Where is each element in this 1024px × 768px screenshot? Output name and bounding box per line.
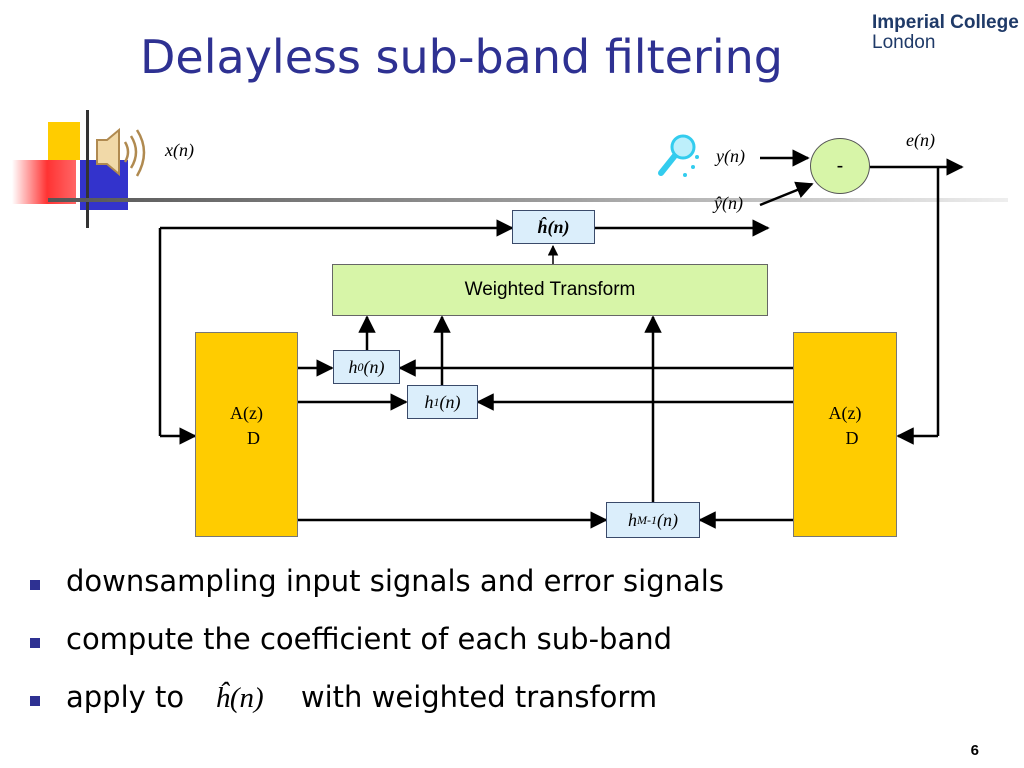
analysis-left-line1: A(z) — [230, 402, 263, 423]
input-signal-label: x(n) — [165, 140, 194, 160]
summation-node: - — [810, 138, 870, 194]
bullet-formula: ĥ(n) — [215, 682, 264, 714]
bullet-marker — [30, 696, 40, 706]
bullet-text: compute the coefficient of each sub-band — [66, 622, 672, 656]
bullet-marker — [30, 580, 40, 590]
bullet-text-pre: apply to — [66, 680, 185, 714]
analysis-filterbank-left: A(z) D — [195, 332, 298, 537]
analysis-filterbank-right: A(z) D — [793, 332, 897, 537]
fullband-filter-label: ĥ(n) — [537, 216, 570, 237]
fullband-filter-box: ĥ(n) — [512, 210, 595, 244]
yhat-to-sum-line — [759, 181, 814, 207]
decor-yellow-square — [48, 122, 80, 160]
decor-horizontal-line — [48, 198, 1008, 202]
h0-subscript: 0 — [357, 359, 364, 374]
page-number: 6 — [970, 742, 979, 759]
analysis-right-line1: A(z) — [828, 402, 862, 423]
bullet-text: apply to ĥ(n) with weighted transform — [66, 680, 657, 715]
page-title: Delayless sub-band filtering — [140, 30, 783, 84]
analysis-left-line2: D — [247, 427, 260, 448]
logo-line1: Imperial College — [872, 12, 1019, 33]
hM-base: h — [628, 509, 637, 530]
desired-signal-label: y(n) — [716, 146, 745, 166]
bullet-marker — [30, 638, 40, 648]
summation-sign: - — [836, 154, 844, 177]
error-signal-label: e(n) — [906, 130, 935, 150]
logo-line2: London — [872, 32, 936, 53]
h0-base: h — [348, 356, 358, 377]
bullet-text-post: with weighted transform — [300, 680, 658, 714]
estimate-signal-label: ŷ(n) — [714, 193, 743, 213]
bullet-text: downsampling input signals and error sig… — [66, 564, 724, 598]
analysis-right-line2: D — [845, 427, 859, 448]
hM-subscript: M-1 — [637, 512, 657, 527]
decor-red-square — [12, 160, 76, 204]
speaker-icon — [96, 127, 146, 177]
microphone-icon — [658, 134, 699, 177]
weighted-transform-label: Weighted Transform — [464, 279, 636, 300]
hM-argument: (n) — [657, 509, 678, 530]
h0-argument: (n) — [363, 356, 385, 377]
h1-subscript: 1 — [433, 394, 440, 409]
weighted-transform-box: Weighted Transform — [332, 264, 768, 316]
decor-vertical-line — [86, 110, 89, 228]
h1-base: h — [424, 391, 434, 412]
h1-argument: (n) — [439, 391, 461, 412]
